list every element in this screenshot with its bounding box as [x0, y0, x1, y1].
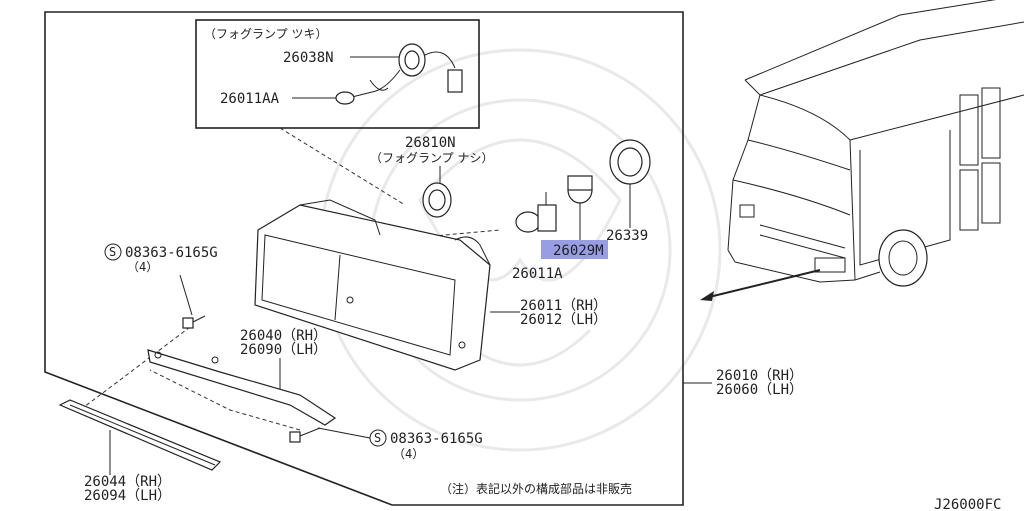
screw-symbol-top [104, 243, 122, 261]
part-label-08363-top[interactable]: 08363-6165G [125, 245, 218, 261]
part-label-26090[interactable]: 26090（LH） [240, 342, 327, 358]
bracket-drawing [147, 349, 337, 426]
part-label-26810N[interactable]: 26810N [405, 135, 456, 151]
part-label-26010[interactable]: 26010（RH） [716, 368, 803, 384]
screw-drawing-top [182, 315, 206, 329]
grommet-drawing [422, 182, 452, 218]
part-label-26012[interactable]: 26012（LH） [520, 312, 607, 328]
bulb-drawing [515, 192, 557, 233]
screw-symbol-letter-bottom: S [374, 431, 381, 445]
screw-qty-top: （4） [127, 260, 158, 274]
cap-drawing [609, 139, 651, 185]
vehicle-drawing [727, 0, 1024, 287]
headlamp-drawing [254, 199, 491, 371]
screw-symbol-letter-top: S [109, 245, 116, 259]
screw-drawing-bottom [289, 427, 321, 443]
parts-boundary [44, 11, 684, 506]
part-label-26094[interactable]: 26094（LH） [84, 488, 171, 504]
screw-symbol-bottom [369, 429, 387, 447]
fog-kit-box [195, 19, 480, 129]
molding-drawing [58, 399, 222, 471]
diagram-code: J26000FC [934, 497, 1001, 511]
part-label-08363-bottom[interactable]: 08363-6165G [390, 431, 483, 447]
part-note-26810N: （フォグランプ ナシ） [370, 151, 493, 165]
socket-drawing [567, 175, 593, 240]
part-label-26029M[interactable]: 26029M [553, 243, 604, 259]
part-label-26011AA[interactable]: 26011AA [220, 91, 280, 107]
part-label-26339[interactable]: 26339 [606, 228, 648, 244]
location-arrow [704, 269, 821, 299]
part-label-26038N[interactable]: 26038N [283, 50, 334, 66]
footnote: （注）表記以外の構成部品は非販売 [440, 481, 632, 496]
fog-kit-title: （フォグランプ ツキ） [204, 27, 327, 41]
part-label-26040[interactable]: 26040（RH） [240, 328, 327, 344]
part-label-26011[interactable]: 26011（RH） [520, 298, 607, 314]
part-label-26011A[interactable]: 26011A [512, 266, 563, 282]
fog-socket-drawing [335, 43, 463, 105]
part-label-26060[interactable]: 26060（LH） [716, 382, 803, 398]
part-label-26044[interactable]: 26044（RH） [84, 474, 171, 490]
screw-qty-bottom: （4） [393, 447, 424, 461]
highlight-box [541, 240, 608, 259]
